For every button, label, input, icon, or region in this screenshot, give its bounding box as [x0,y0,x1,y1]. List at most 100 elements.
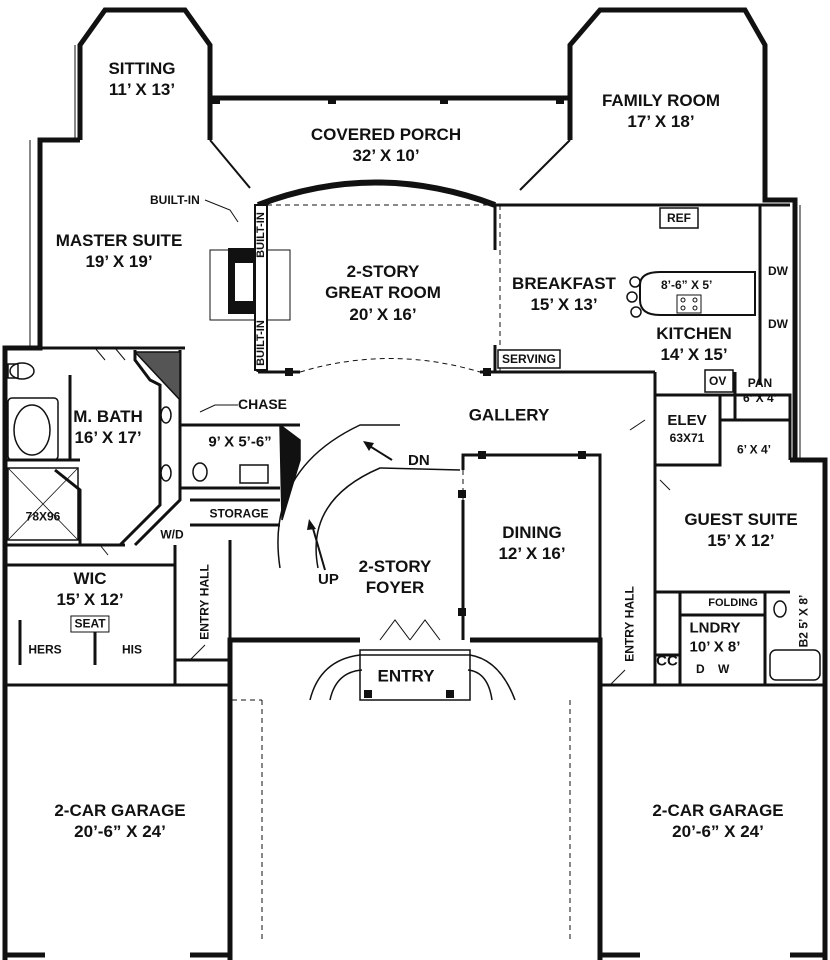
room-garage-left: 2-CAR GARAGE 20’-6” X 24’ [54,800,185,843]
room-name-line2: HALL [197,564,212,597]
kitchen-island [626,271,756,318]
room-name: HIS [121,642,143,657]
bath-fixtures [7,362,821,681]
room-name: SITTING [108,58,176,78]
island-dims: 8’-6” X 5’ [661,278,713,292]
seat-bench: SEAT [70,615,110,633]
room-name-line1: ENTRY [622,621,637,662]
columns [212,96,586,698]
room-covered-porch: COVERED PORCH 32’ X 10’ [311,124,461,167]
room-name: M. BATH [73,406,143,426]
room-pan: PAN 6’ X 4’ [743,376,777,406]
serving-label: SERVING [502,352,556,366]
washer-label: W [718,662,730,676]
room-name: 2-CAR GARAGE [652,800,784,820]
room-lndry: LNDRY 10’ X 8’ [689,619,740,657]
room-name: COVERED PORCH [310,124,462,144]
room-name: GUEST SUITE [684,509,798,529]
room-dims: 20’ X 16’ [349,304,417,324]
room-name: GALLERY [468,405,550,425]
dryer-label: D [696,662,705,676]
room-name: 2-CAR GARAGE [54,800,186,820]
room-folding: FOLDING [708,597,758,611]
room-name: BREAKFAST [512,273,616,293]
room-entry-hall-left: ENTRY HALL [198,564,213,640]
room-name-line2: FOYER [365,578,425,597]
room-great-room: 2-STORY GREAT ROOM 20’ X 16’ [325,261,441,325]
room-entry: ENTRY [378,665,435,686]
room-name: STORAGE [209,506,269,521]
entry-steps [309,649,516,701]
room-dining: DINING 12’ X 16’ [498,522,565,565]
ref-label: REF [667,211,691,225]
room-dims: 6’ X 4’ [736,442,772,457]
room-wd: W/D [160,528,183,543]
room-dims: 15’ X 13’ [530,295,598,314]
room-name: KITCHEN [656,323,732,343]
room-name: W/D [160,527,184,542]
room-dims: 11’ X 13’ [108,80,176,99]
room-m-bath: M. BATH 16’ X 17’ [73,406,143,449]
room-name: B2 [796,632,811,648]
room-dims: 19’ X 19’ [85,252,153,271]
built-in-lower: BUILT-IN [255,320,267,366]
room-dims: 32’ X 10’ [352,146,420,165]
room-cc: CC [656,653,678,672]
room-family-room: FAMILY ROOM 17’ X 18’ [602,90,720,133]
room-his: HIS [122,643,142,658]
room-guest-suite: GUEST SUITE 15’ X 12’ [684,509,797,552]
dashed-lines [232,204,655,940]
room-dims: 10’ X 8’ [689,638,741,655]
room-entry-hall-right: ENTRY HALL [623,586,638,662]
room-dims: 63X71 [669,430,705,445]
interior-walls [3,203,825,700]
room-dims: 16’ X 17’ [74,428,142,447]
room-dims: 15’ X 12’ [707,531,775,550]
room-name: ENTRY [377,666,435,686]
room-name: WIC [73,568,107,588]
room-dims: 15’ X 12’ [56,590,124,609]
room-name: HERS [28,642,62,657]
room-garage-right: 2-CAR GARAGE 20’-6” X 24’ [652,800,783,843]
room-shower: 78X96 [26,510,61,525]
room-name: MASTER SUITE [55,230,183,250]
room-name: FOLDING [708,597,758,610]
oven-label: OV [709,374,727,388]
dishwasher-lower: DW [768,317,788,331]
room-master-suite: MASTER SUITE 19’ X 19’ [56,230,183,273]
room-foyer: 2-STORY FOYER [359,556,432,599]
windows [29,45,801,460]
room-hers: HERS [28,643,61,658]
room-dims: 9’ X 5’-6” [208,433,272,451]
room-name-line2: HALL [622,586,637,619]
exterior-walls [2,7,828,960]
room-name: FAMILY ROOM [601,90,721,110]
room-kitchen: KITCHEN 14’ X 15’ [656,323,732,366]
room-dims: 20’-6” X 24’ [74,822,166,841]
stair [133,351,461,569]
room-dims: 20’-6” X 24’ [672,822,764,841]
room-name-line2: GREAT ROOM [325,283,441,303]
stair-dn-label: DN [408,452,430,469]
room-closet-6x4: 6’ X 4’ [737,443,771,458]
dishwasher-upper: DW [768,264,788,278]
room-breakfast: BREAKFAST 15’ X 13’ [512,273,616,316]
room-closet-9x5: 9’ X 5’-6” [208,434,271,453]
room-name: ELEV [667,412,707,430]
room-dims: 17’ X 18’ [627,112,695,131]
room-name-line1: 2-STORY [358,556,432,576]
fireplace [209,204,291,371]
room-name: DINING [502,522,562,542]
room-name: SEAT [74,616,106,631]
room-sitting: SITTING 11’ X 13’ [108,58,175,101]
porch-curve [256,179,497,208]
room-dims: 12’ X 16’ [498,544,566,563]
room-dims: 78X96 [25,509,61,524]
chase-label: CHASE [238,396,288,412]
room-name: LNDRY [689,619,741,637]
doors [94,347,671,686]
room-b2: B2 5’ X 8’ [797,595,812,648]
built-in-callout: BUILT-IN [150,193,200,207]
room-name-line1: ENTRY [197,599,212,640]
